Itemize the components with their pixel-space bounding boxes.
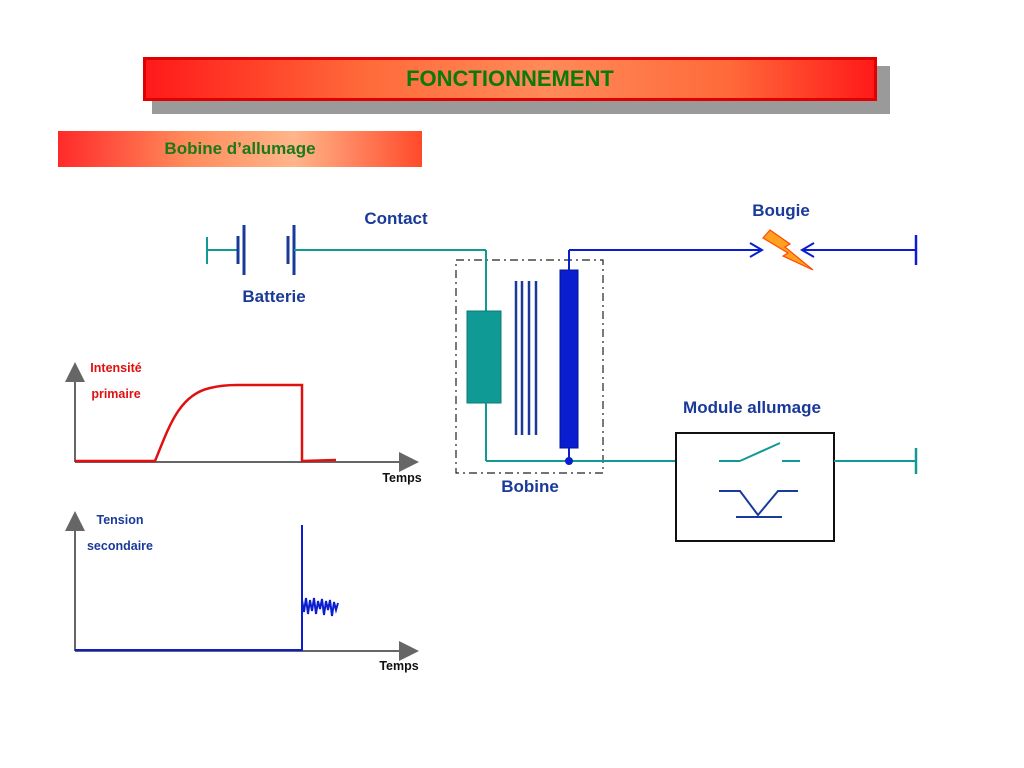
section-subtitle: Bobine d’allumage bbox=[164, 139, 316, 158]
primary-xlabel: Temps bbox=[382, 471, 421, 485]
primary-current-curve bbox=[75, 383, 337, 463]
secondary-voltage-curve bbox=[75, 525, 339, 651]
primary-ylabel-2: primaire bbox=[91, 387, 140, 401]
spark-icon bbox=[762, 229, 814, 271]
iron-core bbox=[514, 281, 538, 435]
title-banner: FONCTIONNEMENT bbox=[143, 57, 877, 101]
secondary-voltage-graph bbox=[65, 511, 419, 661]
page-title: FONCTIONNEMENT bbox=[406, 66, 614, 91]
transistor-symbol bbox=[719, 490, 798, 518]
switch-symbol bbox=[719, 442, 800, 462]
contact-label: Contact bbox=[364, 209, 428, 228]
module-label: Module allumage bbox=[683, 398, 821, 417]
subtitle-banner: Bobine d’allumage bbox=[58, 131, 422, 167]
coil-assembly bbox=[455, 250, 676, 474]
primary-winding bbox=[466, 310, 502, 404]
ignition-module bbox=[675, 432, 918, 542]
primary-ylabel-1: Intensité bbox=[90, 361, 141, 375]
spark-plug-circuit bbox=[569, 235, 918, 265]
secondary-winding bbox=[559, 269, 579, 449]
secondary-xlabel: Temps bbox=[379, 659, 418, 673]
battery-label: Batterie bbox=[242, 287, 305, 306]
coil-label: Bobine bbox=[501, 477, 559, 496]
battery-symbol bbox=[206, 225, 486, 275]
primary-current-graph bbox=[65, 362, 419, 472]
spark-plug-label: Bougie bbox=[752, 201, 810, 220]
secondary-ylabel-2: secondaire bbox=[87, 539, 153, 553]
secondary-ylabel-1: Tension bbox=[97, 513, 144, 527]
